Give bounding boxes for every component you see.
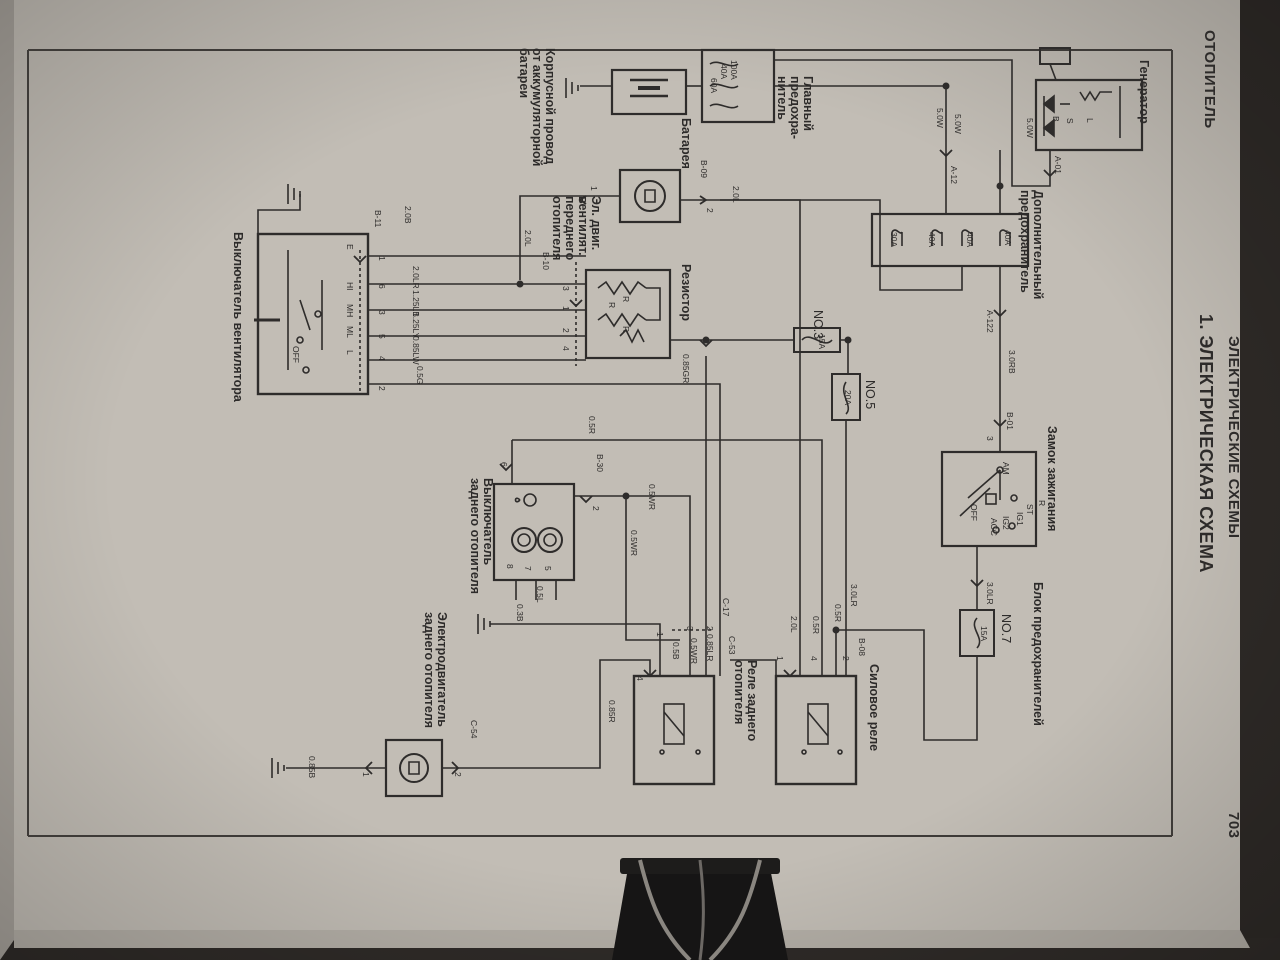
extra-fuse-symbol bbox=[870, 212, 1030, 268]
rear-switch-symbol bbox=[492, 482, 576, 582]
battery-ground-symbol bbox=[565, 78, 579, 98]
wire-motor-res bbox=[519, 195, 620, 280]
wire-fan-2 bbox=[368, 383, 721, 676]
generator-symbol bbox=[1034, 47, 1144, 152]
wire-0-5wr-b bbox=[625, 496, 680, 641]
connector-chevrons bbox=[353, 149, 1057, 775]
battery-symbol bbox=[610, 68, 688, 116]
resistor-symbol bbox=[584, 268, 672, 360]
rear-motor-ground-symbol bbox=[271, 758, 285, 778]
wire-power-rear bbox=[730, 659, 777, 700]
wire-2l-relay bbox=[720, 199, 801, 676]
wire-relay-motor bbox=[442, 659, 651, 769]
wire-fuse-relay bbox=[835, 629, 978, 741]
fan-switch-symbol bbox=[254, 232, 370, 396]
wire-fan-ground bbox=[257, 194, 301, 256]
ignition-switch-symbol bbox=[940, 450, 1038, 548]
power-relay-symbol bbox=[774, 674, 858, 786]
wiring-diagram bbox=[254, 47, 1144, 798]
rear-relay-symbol bbox=[632, 674, 716, 786]
wire-0-5r bbox=[512, 439, 823, 676]
wire-0-5wr bbox=[574, 495, 691, 676]
wire-extra-motor bbox=[680, 199, 963, 291]
binder-clip bbox=[612, 858, 788, 960]
wire-relay-ground bbox=[490, 623, 661, 676]
wire-gen-main bbox=[774, 59, 1051, 187]
junction-dots bbox=[516, 82, 1004, 634]
